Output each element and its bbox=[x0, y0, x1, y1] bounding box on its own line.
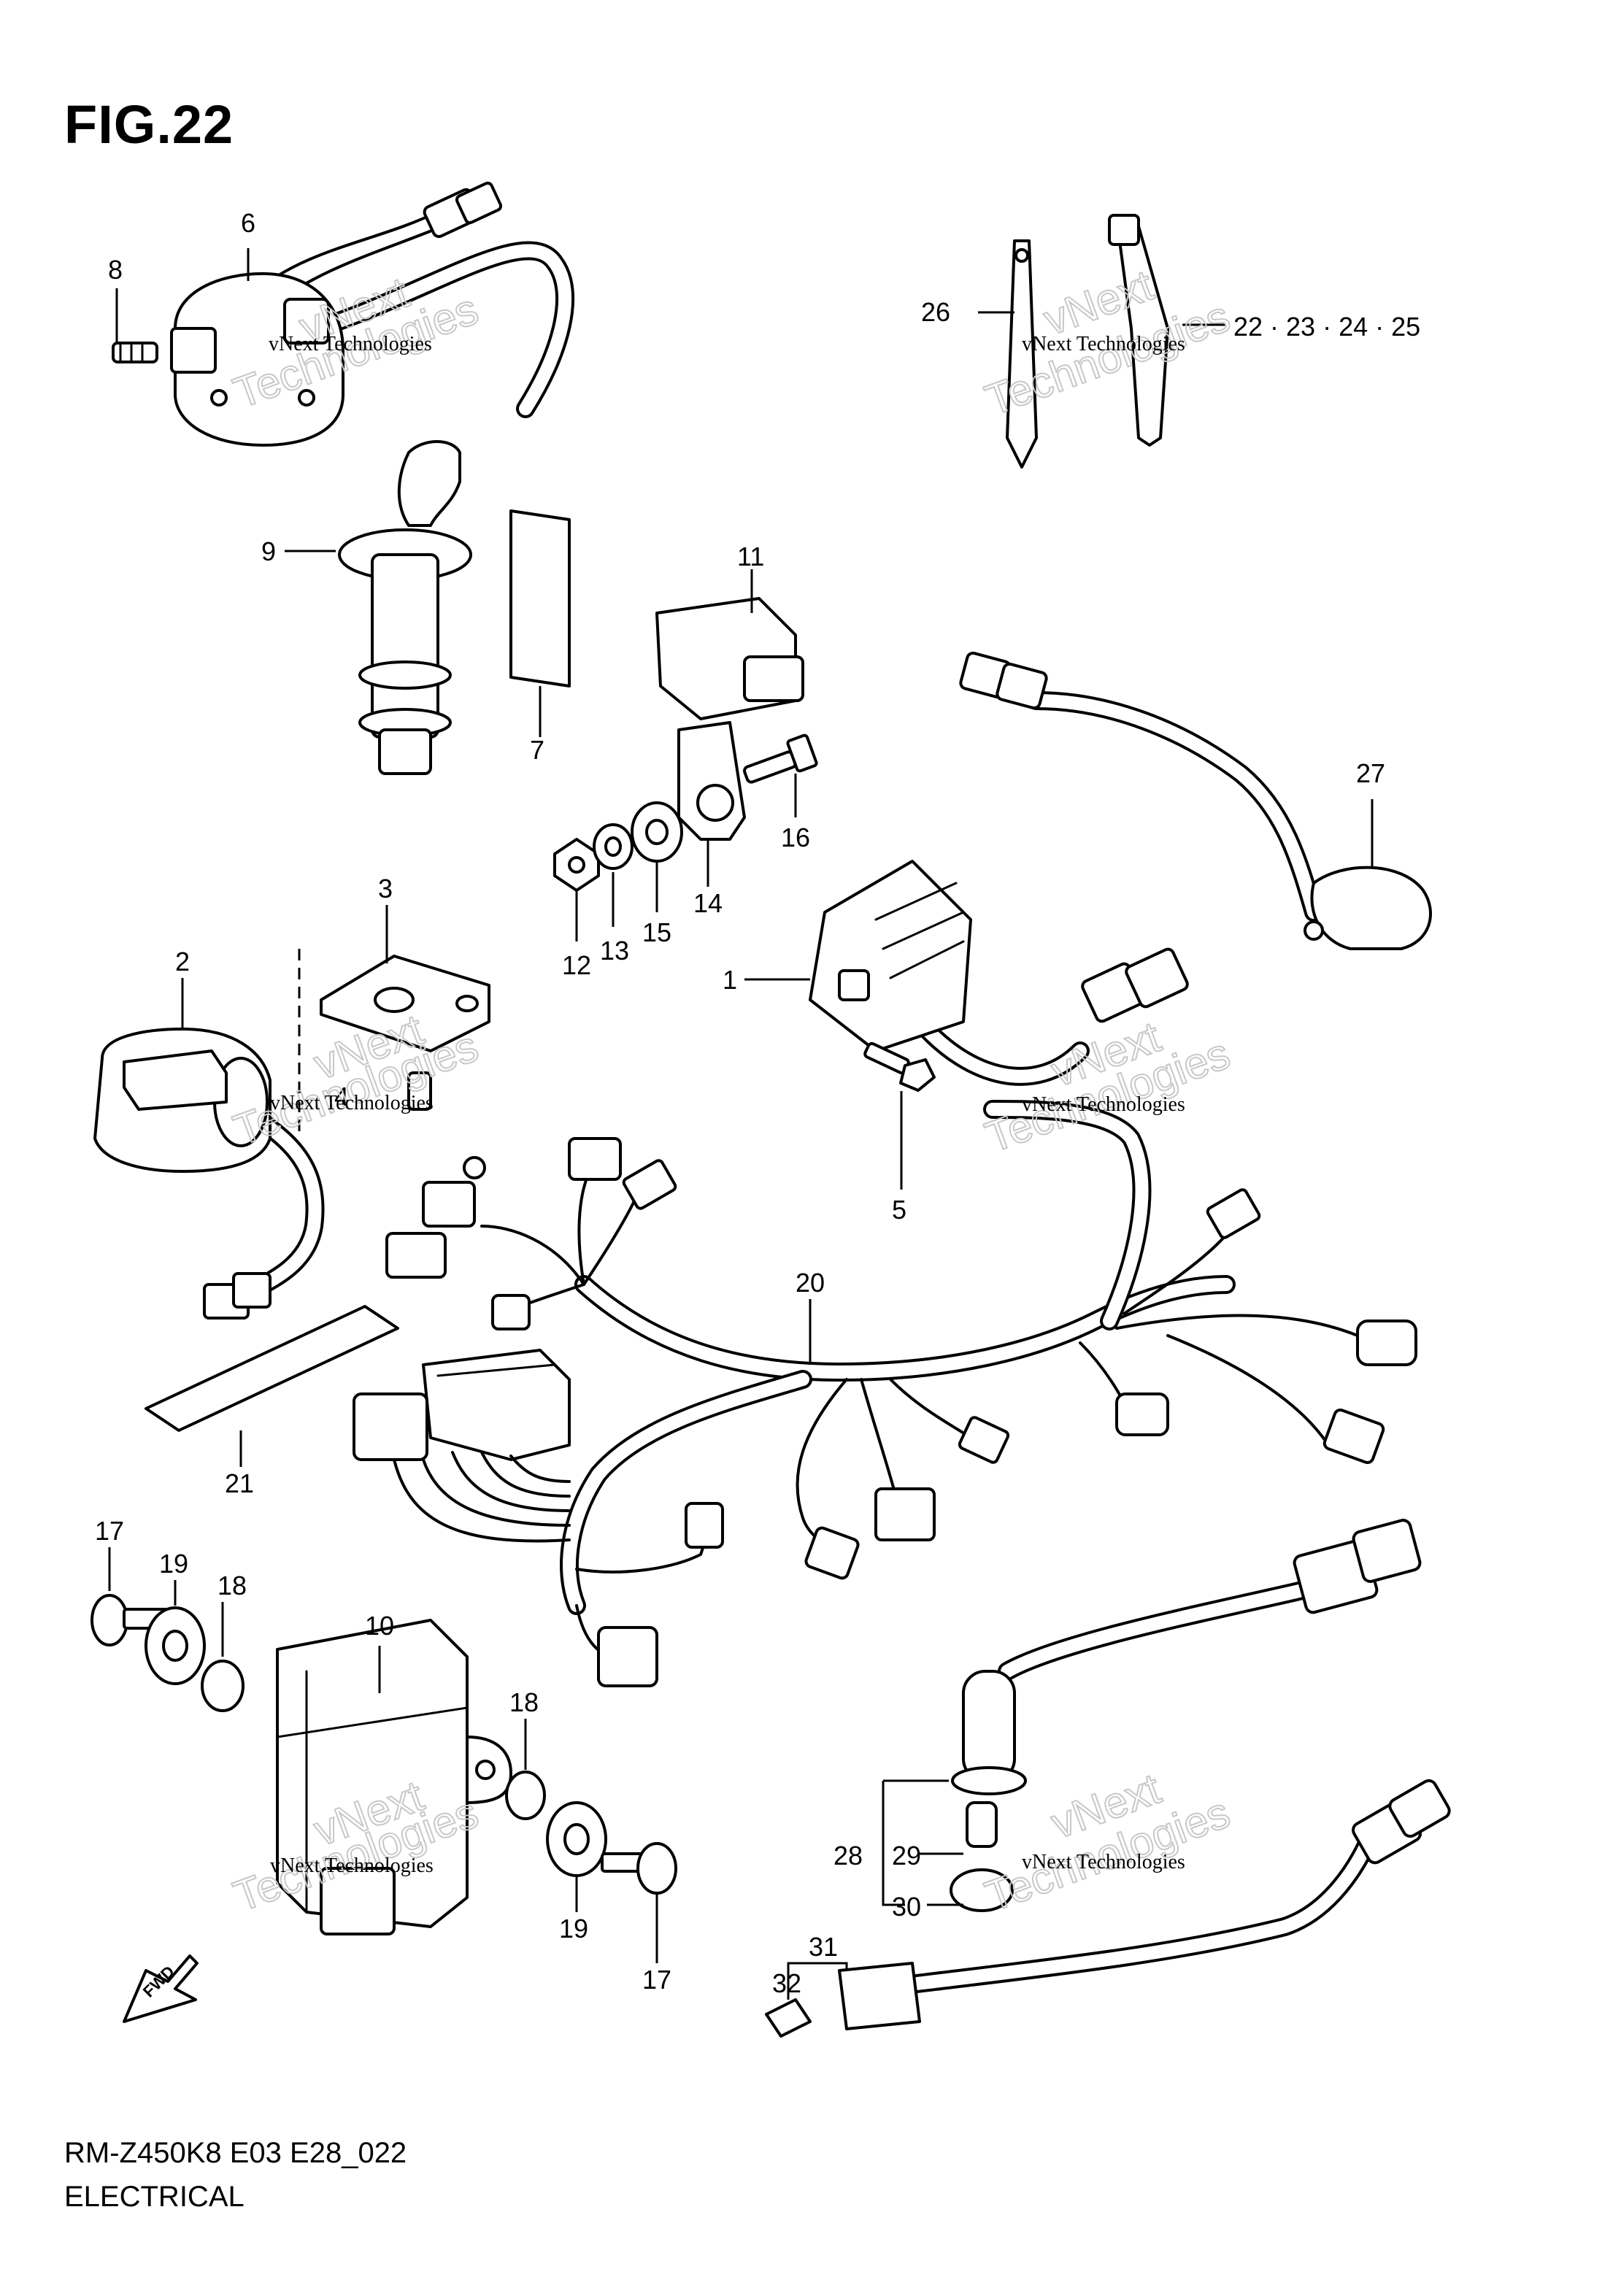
callout-18-left: 18 bbox=[217, 1571, 247, 1600]
callout-6: 6 bbox=[241, 208, 255, 238]
callout-27: 27 bbox=[1356, 758, 1385, 788]
part-relay bbox=[655, 597, 804, 841]
watermark-line: vNext Technologies bbox=[269, 333, 432, 355]
watermark-line: vNext Technologies bbox=[1022, 1093, 1185, 1116]
part-ignition-coil bbox=[112, 181, 575, 447]
leader-lines bbox=[108, 248, 1374, 1963]
callout-28: 28 bbox=[833, 1841, 863, 1871]
callout-30: 30 bbox=[892, 1892, 921, 1922]
part-fuse-holder bbox=[765, 1779, 1451, 2038]
diagram-name: ELECTRICAL bbox=[64, 2181, 245, 2213]
part-ecu bbox=[276, 1619, 512, 1935]
callout-12: 12 bbox=[562, 950, 591, 980]
callout-numbers: 6 8 9 7 11 14 16 12 13 15 3 2 4 1 5 20 2… bbox=[95, 208, 1420, 1998]
callout-2: 2 bbox=[175, 947, 190, 976]
figure-title: FIG.22 bbox=[64, 94, 234, 155]
callout-17-left: 17 bbox=[95, 1516, 124, 1546]
callout-31: 31 bbox=[809, 1932, 838, 1962]
callout-11: 11 bbox=[737, 542, 764, 571]
fwd-arrow: FWD bbox=[123, 1954, 199, 2023]
callout-9: 9 bbox=[261, 536, 276, 566]
part-clamps bbox=[1006, 214, 1169, 469]
callout-14: 14 bbox=[693, 888, 723, 918]
part-bracket-3 bbox=[298, 949, 490, 1139]
part-regulator-rectifier bbox=[809, 860, 1189, 1086]
callout-19-left: 19 bbox=[159, 1549, 188, 1579]
watermark-line: vNext Technologies bbox=[1022, 1851, 1185, 1873]
part-lead-wire-28 bbox=[882, 1519, 1422, 1912]
part-bolt-5 bbox=[863, 1041, 936, 1092]
diagram-code: RM-Z450K8 E03 E28_022 bbox=[64, 2137, 407, 2169]
part-tape bbox=[145, 1305, 399, 1432]
part-bolt-16 bbox=[743, 733, 818, 784]
part-mount-hardware-left bbox=[91, 1594, 245, 1712]
part-label-sheet bbox=[509, 509, 571, 687]
callout-20: 20 bbox=[796, 1268, 825, 1298]
part-sensor-27 bbox=[959, 651, 1432, 950]
callout-26: 26 bbox=[921, 297, 950, 327]
part-mount-hardware-right bbox=[505, 1771, 677, 1895]
callout-1: 1 bbox=[723, 965, 737, 995]
callout-16: 16 bbox=[781, 823, 810, 852]
callout-3: 3 bbox=[378, 874, 393, 904]
part-nut-washer-grommet bbox=[553, 801, 683, 892]
part-capacitor bbox=[93, 1028, 325, 1320]
callout-19-right: 19 bbox=[559, 1914, 588, 1943]
callout-17-right: 17 bbox=[642, 1965, 671, 1995]
callout-13: 13 bbox=[600, 936, 629, 966]
watermark-line: vNext Technologies bbox=[270, 1854, 434, 1877]
callout-18-right: 18 bbox=[509, 1687, 539, 1717]
callout-5: 5 bbox=[892, 1195, 906, 1225]
callout-10: 10 bbox=[365, 1611, 394, 1641]
callout-21: 21 bbox=[225, 1468, 254, 1498]
callout-7: 7 bbox=[530, 735, 544, 765]
callout-22-25: 22 · 23 · 24 · 25 bbox=[1233, 312, 1420, 342]
callout-4: 4 bbox=[334, 1082, 349, 1112]
part-spark-plug-cap bbox=[338, 440, 472, 775]
callout-15: 15 bbox=[642, 917, 671, 947]
watermark-line: vNext Technologies bbox=[1022, 333, 1185, 355]
callout-32: 32 bbox=[772, 1968, 801, 1998]
callout-29: 29 bbox=[892, 1841, 921, 1871]
watermark-line: vNext Technologies bbox=[270, 1092, 434, 1114]
callout-8: 8 bbox=[108, 255, 123, 285]
part-wiring-harness bbox=[353, 1100, 1417, 1687]
